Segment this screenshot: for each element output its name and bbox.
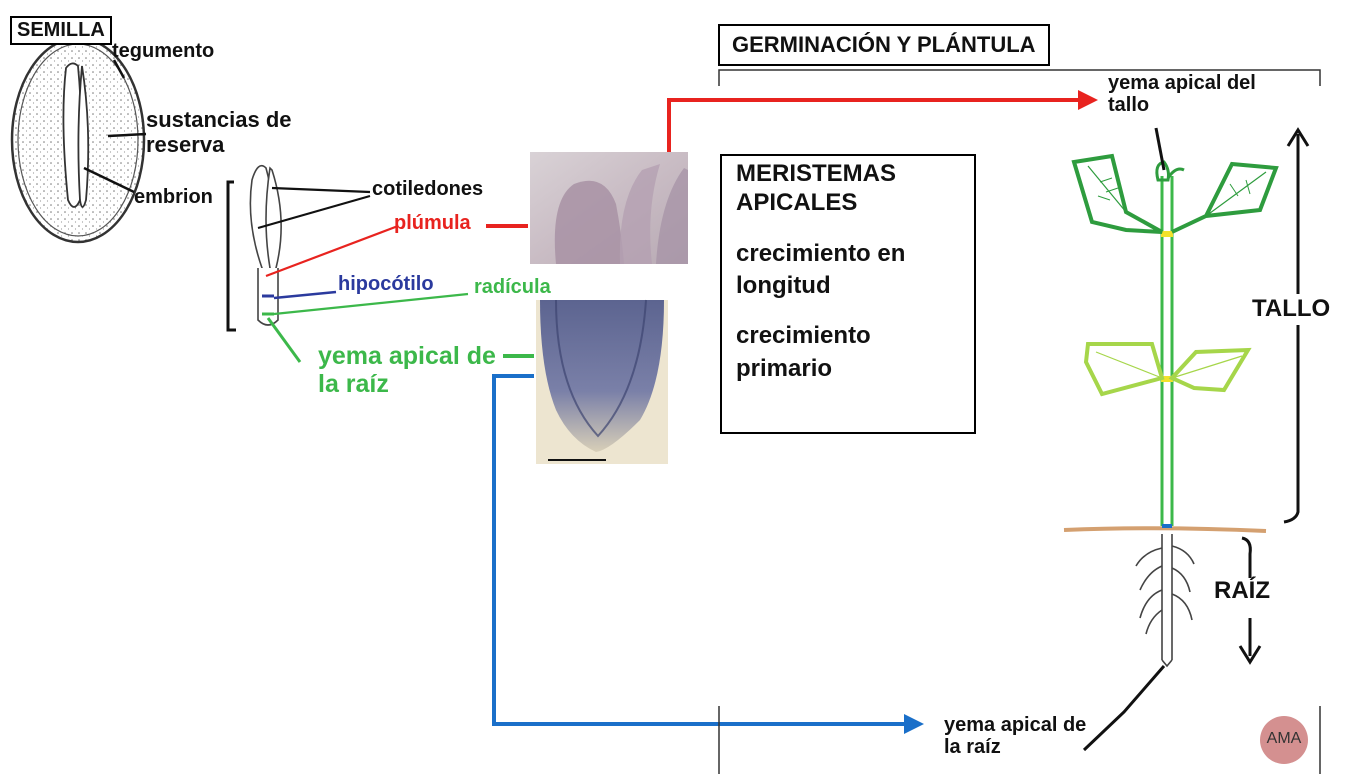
yema-apical-raiz-plant-label: yema apical de la raíz	[944, 714, 1087, 759]
seed-title: SEMILLA	[10, 16, 112, 45]
upper-leaf-right	[1171, 161, 1279, 234]
root-system	[1135, 534, 1195, 668]
sustancias-label: sustancias de reserva	[146, 107, 292, 157]
lower-leaf-left	[1083, 342, 1165, 397]
root-apex-micrograph	[536, 299, 668, 464]
arrow-up-icon	[1286, 127, 1310, 148]
raiz-bracket	[1241, 536, 1252, 578]
page-title: GERMINACIÓN Y PLÁNTULA	[718, 24, 1050, 66]
embryo-leader-lines	[257, 186, 469, 363]
embrion-label: embrion	[134, 186, 213, 208]
radicula-label: radícula	[474, 276, 551, 298]
raiz-label: RAÍZ	[1214, 577, 1270, 604]
tegumento-label: tegumento	[112, 40, 215, 62]
seed-leader-lines	[83, 59, 147, 194]
root-apex-pointer	[1082, 665, 1166, 752]
meristems-box: MERISTEMAS APICALES crecimiento en longi…	[720, 154, 976, 434]
panel-frame	[718, 69, 1321, 774]
cotiledones-label: cotiledones	[372, 178, 484, 200]
blue-arrow-to-root-apex	[492, 374, 924, 734]
hipocotilo-label: hipocótilo	[338, 273, 434, 295]
arrow-down-icon	[1238, 618, 1262, 665]
meristems-title: MERISTEMAS APICALES	[736, 160, 897, 216]
plant-drawing	[1063, 153, 1279, 668]
author-badge	[1260, 716, 1308, 764]
red-arrow-to-stem-apex	[667, 90, 1098, 152]
tallo-bracket	[1283, 148, 1300, 524]
shoot-apex-micrograph	[530, 152, 688, 264]
yema-apical-tallo-label: yema apical del tallo	[1108, 72, 1256, 117]
upper-leaf-left	[1071, 153, 1163, 234]
lower-leaf-right	[1168, 347, 1252, 393]
plumula-label: plúmula	[394, 212, 471, 234]
author-badge-label: AMA	[1266, 730, 1302, 747]
meristems-growth-length: crecimiento en longitud	[736, 239, 906, 299]
tallo-label: TALLO	[1252, 294, 1331, 325]
meristems-growth-primary: crecimiento primario	[736, 322, 871, 382]
stem-apex-pointer	[1154, 127, 1166, 171]
seed-drawing	[10, 36, 146, 244]
yema-apical-raiz-embryo-label: yema apical de la raíz	[318, 342, 496, 398]
embryo-drawing	[226, 164, 282, 332]
